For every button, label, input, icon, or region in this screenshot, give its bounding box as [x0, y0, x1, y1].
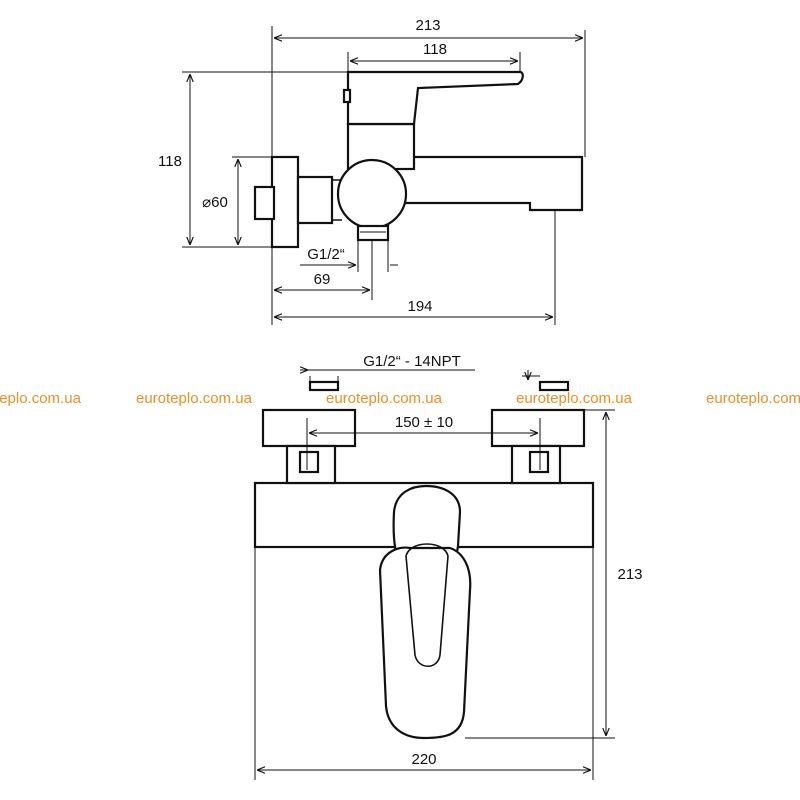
left-thread-cap [308, 380, 340, 392]
eccentric-connector [296, 175, 334, 225]
right-thread-cap [538, 380, 570, 392]
inlet-stub [253, 185, 276, 221]
dim-height-front: 213 [617, 566, 642, 583]
dim-lever-length: 118 [423, 41, 447, 58]
wall-flange [270, 155, 300, 249]
dim-overall-width: 213 [415, 17, 440, 34]
handle-inner [405, 543, 449, 668]
watermark: euroteplo.com.ua [516, 390, 633, 407]
watermark-row: euroteplo.com.ua euroteplo.com.ua eurote… [0, 390, 800, 407]
dim-width-front: 220 [411, 751, 436, 768]
diverter-outlet [356, 224, 390, 242]
watermark: euroteplo.com.ua [0, 390, 82, 407]
left-flange [261, 408, 357, 448]
lever-pin [342, 88, 352, 104]
spout-front [378, 546, 472, 740]
dim-offset: 69 [314, 271, 331, 288]
lever [346, 70, 524, 126]
spout [393, 155, 584, 212]
dim-spacing: 150 ± 10 [395, 414, 453, 431]
dim-diameter: ⌀60 [202, 194, 228, 211]
front-view: G1/2“ - 14NPT 150 ± 10 213 220 [253, 353, 643, 780]
left-nut [298, 450, 320, 474]
dim-thread-front: G1/2“ - 14NPT [363, 353, 461, 370]
dim-thread: G1/2“ [307, 246, 345, 263]
right-nut [528, 450, 550, 474]
right-flange [490, 408, 586, 448]
side-view: 213 118 118 ⌀60 G1/2“ 69 194 [158, 17, 586, 325]
watermark: euroteplo.com.ua [136, 390, 253, 407]
dim-height: 118 [158, 153, 182, 170]
watermark: euroteplo.com.ua [326, 390, 443, 407]
dim-depth: 194 [407, 298, 432, 315]
mixer-body [336, 158, 408, 230]
watermark: euroteplo.com.ua [706, 390, 800, 407]
